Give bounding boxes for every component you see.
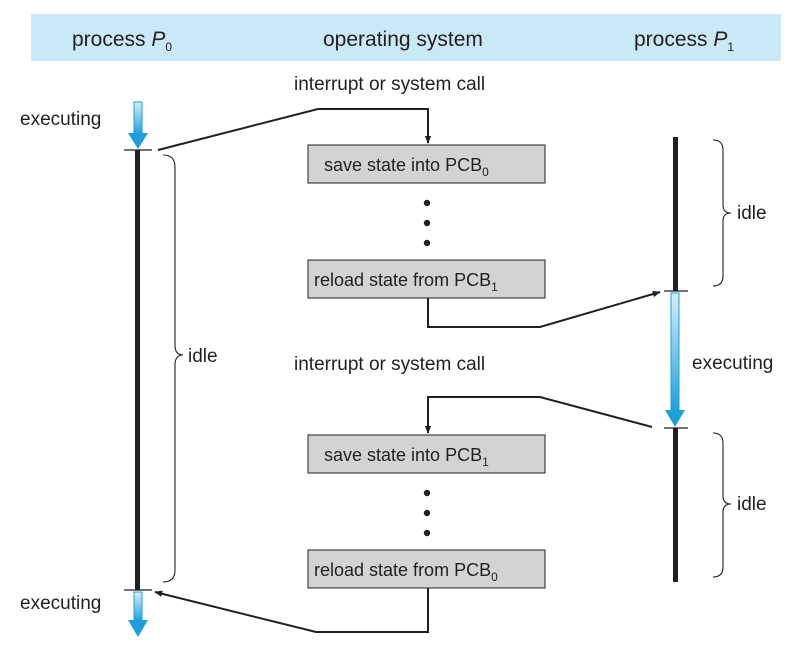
save-state-pcb1-box: [307, 434, 546, 474]
ellipsis-dot: [423, 219, 431, 227]
dispatch-arrow-os-to-p1: [427, 290, 661, 328]
save-state-pcb0-box: [307, 144, 546, 184]
header-process-p0: process P0: [72, 28, 172, 54]
p0-idle-label: idle: [188, 346, 218, 367]
p0-idle-bar: [135, 150, 140, 590]
reload-state-pcb1-box: [307, 259, 546, 299]
ellipsis-dot: [423, 529, 431, 537]
interrupt-arrow-p0-to-os: [157, 108, 432, 151]
ellipsis-dot: [423, 239, 431, 247]
p1-idle-bar-bottom: [673, 428, 678, 582]
header-operating-system: operating system: [323, 28, 483, 51]
p1-idle-label-top: idle: [737, 203, 767, 224]
reload-state-pcb0-box: [307, 549, 546, 589]
interrupt-label-mid: interrupt or system call: [294, 354, 485, 375]
ellipsis-dot: [423, 199, 431, 207]
save-state-pcb0-label: save state into PCB0: [324, 155, 489, 179]
p1-idle-label-bottom: idle: [737, 494, 767, 515]
header-process-p1: process P1: [634, 28, 734, 54]
ellipsis-dot: [423, 509, 431, 517]
ellipsis-dot: [423, 489, 431, 497]
p1-idle-brace-top: [712, 139, 732, 287]
header-band: [31, 14, 781, 61]
p1-idle-brace-bottom: [712, 432, 732, 578]
p1-executing-label: executing: [692, 353, 773, 374]
p0-idle-brace: [162, 154, 184, 583]
reload-state-pcb1-label: reload state from PCB1: [314, 270, 498, 294]
p1-idle-bar-top: [673, 137, 678, 291]
interrupt-label-top: interrupt or system call: [294, 74, 485, 95]
reload-state-pcb0-label: reload state from PCB0: [314, 560, 498, 584]
p0-executing-bottom-arrow: [128, 591, 148, 637]
p0-executing-top-arrow: [128, 101, 148, 149]
p1-executing-arrow: [665, 292, 685, 427]
save-state-pcb1-label: save state into PCB1: [324, 445, 489, 469]
p0-executing-top-label: executing: [20, 109, 101, 130]
interrupt-arrow-p1-to-os: [424, 396, 653, 434]
p0-executing-bottom-label: executing: [20, 593, 101, 614]
dispatch-arrow-os-to-p0: [154, 588, 429, 633]
